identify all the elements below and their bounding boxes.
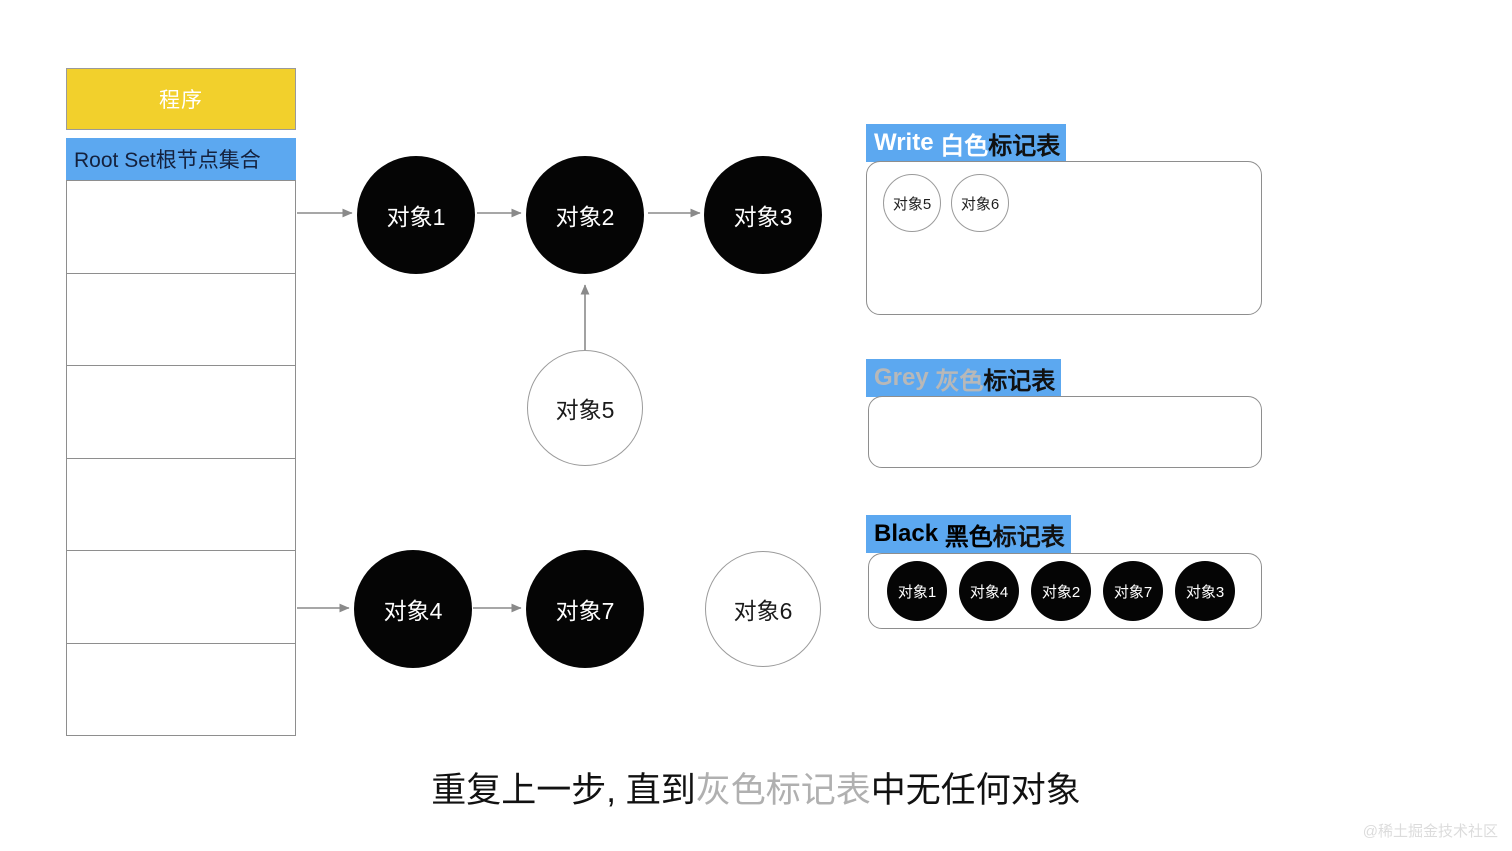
black-list-label-cn: 标记表	[992, 523, 1065, 551]
graph-node-obj7[interactable]: 对象7	[526, 550, 644, 668]
black-list-label: Black 黑色 标记表	[866, 515, 1071, 553]
black-list-item-label: 对象1	[897, 583, 937, 601]
black-list-item[interactable]: 对象4	[959, 561, 1019, 621]
graph-node-label: 对象3	[733, 204, 793, 230]
black-list-item-label: 对象7	[1113, 583, 1153, 601]
caption-part-1: 重复上一步, 直到	[431, 771, 696, 810]
root-set-header: Root Set根节点集合	[66, 138, 296, 180]
grey-list-label-color: 灰色	[935, 367, 984, 395]
white-list-item-label: 对象6	[960, 195, 1000, 213]
white-list-label: Write 白色 标记表	[866, 124, 1067, 162]
graph-node-obj5[interactable]: 对象5	[527, 350, 643, 466]
graph-node-obj4[interactable]: 对象4	[354, 550, 472, 668]
black-list-label-color: 黑色	[944, 523, 993, 551]
root-set-row	[67, 181, 295, 274]
black-list-item-label: 对象3	[1185, 583, 1225, 601]
grey-list-label: Grey 灰色 标记表	[866, 359, 1062, 397]
program-box: 程序	[66, 68, 296, 130]
black-list-label-en: Black	[874, 520, 939, 547]
white-list-item[interactable]: 对象6	[951, 174, 1009, 232]
root-set-row	[67, 458, 295, 551]
black-list-item-label: 对象2	[1041, 583, 1081, 601]
graph-node-obj2[interactable]: 对象2	[526, 156, 644, 274]
caption-part-3: 中无任何对象	[870, 771, 1081, 810]
graph-node-label: 对象1	[386, 204, 446, 230]
black-list-item-label: 对象4	[969, 583, 1009, 601]
white-list-item-label: 对象5	[892, 195, 932, 213]
graph-node-label: 对象6	[733, 598, 793, 624]
graph-node-obj6[interactable]: 对象6	[705, 551, 821, 667]
caption-part-2-grey: 灰色标记表	[695, 771, 871, 810]
graph-node-label: 对象7	[555, 598, 615, 624]
root-set-table	[66, 180, 296, 736]
graph-node-label: 对象5	[555, 397, 615, 423]
graph-node-obj1[interactable]: 对象1	[357, 156, 475, 274]
root-set-row	[67, 273, 295, 366]
white-list-label-en: Write	[874, 129, 934, 156]
root-set-row	[67, 366, 295, 459]
black-list-item[interactable]: 对象7	[1103, 561, 1163, 621]
grey-list-label-cn: 标记表	[983, 367, 1056, 395]
white-list-label-cn: 标记表	[988, 132, 1061, 160]
grey-list-label-en: Grey	[874, 364, 929, 391]
black-list-box: 对象1 对象4 对象2 对象7 对象3	[868, 553, 1262, 629]
black-list-item[interactable]: 对象1	[887, 561, 947, 621]
root-set-row	[67, 551, 295, 644]
watermark: @稀土掘金技术社区	[1362, 823, 1498, 840]
black-list-item[interactable]: 对象3	[1175, 561, 1235, 621]
program-label: 程序	[159, 89, 203, 112]
root-set-label: Root Set根节点集合	[74, 149, 261, 172]
white-list-label-color: 白色	[940, 132, 989, 160]
root-set-row	[67, 643, 295, 735]
white-list-item[interactable]: 对象5	[883, 174, 941, 232]
graph-node-label: 对象2	[555, 204, 615, 230]
black-list-item[interactable]: 对象2	[1031, 561, 1091, 621]
grey-list-box	[868, 396, 1262, 468]
caption: 重复上一步, 直到灰色标记表中无任何对象	[0, 762, 1512, 813]
graph-node-obj3[interactable]: 对象3	[704, 156, 822, 274]
graph-node-label: 对象4	[383, 598, 443, 624]
white-list-box: 对象5 对象6	[866, 161, 1262, 315]
